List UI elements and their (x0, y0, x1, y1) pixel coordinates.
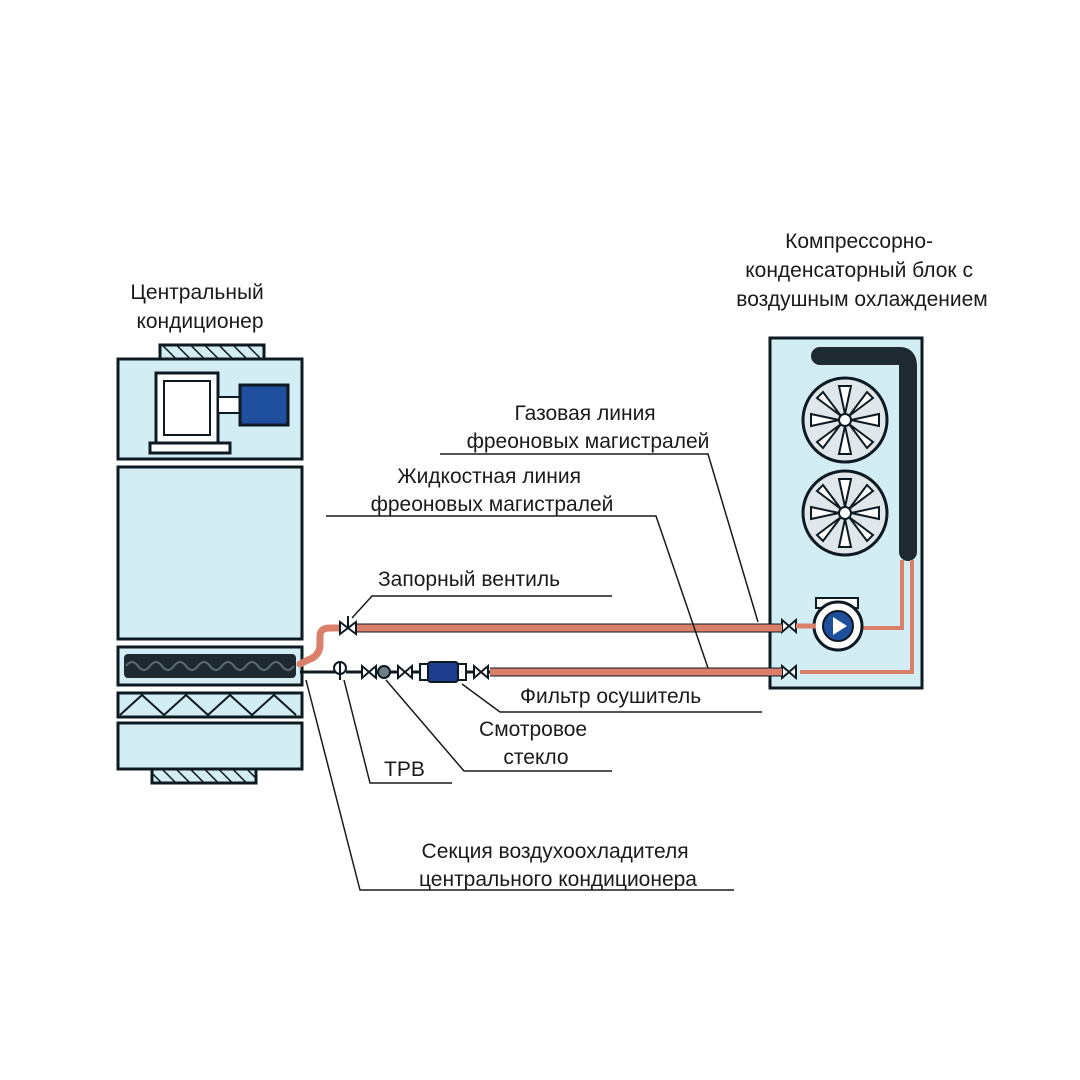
sight-glass-icon (361, 663, 391, 681)
cooler-section-label: Секция воздухоохладителя центрального ко… (419, 840, 697, 891)
zigzag-element (119, 693, 297, 717)
blower-inner (163, 380, 211, 436)
gas-line (296, 623, 816, 668)
valve-icon (397, 663, 413, 681)
fan-icon (801, 469, 889, 557)
condenser-unit (768, 336, 924, 690)
blower-base (148, 441, 232, 455)
bottom-section (116, 721, 304, 771)
shutoff-valve-label: Запорный вентиль (378, 568, 560, 591)
filter-section (116, 465, 304, 641)
trv-label: ТРВ (384, 758, 425, 781)
leader-lines (305, 453, 762, 891)
coil-texture (125, 661, 295, 671)
motor-shaft (217, 396, 241, 414)
sight-glass-label: Смотровое стекло (479, 718, 593, 769)
fan-icon (801, 376, 889, 464)
internal-pipe-lower (800, 560, 914, 674)
filter-dryer-icon (419, 661, 467, 683)
central-ac-label: Центральный кондиционер (130, 281, 269, 333)
top-grille (158, 343, 266, 361)
condenser-coil (811, 347, 917, 561)
gas-line-label: Газовая линия фреоновых магистралей (467, 402, 710, 453)
valve-icon (473, 663, 489, 681)
expansion-valve-icon (333, 661, 347, 680)
internal-pipe-upper (862, 560, 904, 630)
condenser-unit-label: Компрессорно- конденсаторный блок с возд… (736, 230, 987, 311)
filter-dryer-label: Фильтр осушитель (520, 685, 701, 708)
motor-icon (238, 383, 290, 427)
bottom-grille (150, 767, 258, 785)
valve-icon (339, 616, 357, 636)
liquid-line-label: Жидкостная линия фреоновых магистралей (371, 465, 614, 516)
central-ac-unit (116, 343, 304, 785)
compressor-icon (812, 597, 864, 652)
